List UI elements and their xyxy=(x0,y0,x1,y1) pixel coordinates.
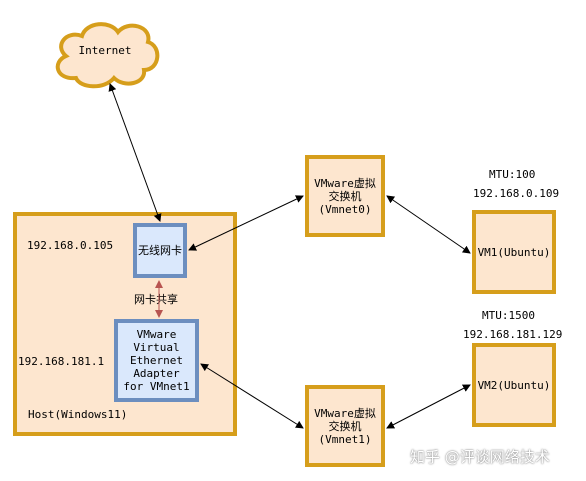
internet-cloud xyxy=(55,22,160,89)
vm2-mtu: MTU:1500 xyxy=(482,309,535,322)
vm1-label: VM1(Ubuntu) xyxy=(477,245,551,259)
vmnet1-adapter: VMware Virtual Ethernet Adapter for VMne… xyxy=(114,319,199,402)
switch-vmnet0: VMware虚拟 交换机 (Vmnet0) xyxy=(305,155,385,237)
edge-wifi-switch0 xyxy=(188,195,304,251)
edge-switch0-vm1 xyxy=(386,195,471,254)
edge-internet-wifi xyxy=(108,83,162,222)
vmnet1-adapter-label: VMware Virtual Ethernet Adapter for VMne… xyxy=(123,328,190,393)
switch-vmnet1: VMware虚拟 交换机 (Vmnet1) xyxy=(305,385,385,467)
wireless-nic: 无线网卡 xyxy=(133,223,187,278)
host-label: Host(Windows11) xyxy=(28,408,128,421)
watermark: 知乎 @评谈网络技术 xyxy=(410,448,550,466)
vm2-box: VM2(Ubuntu) xyxy=(472,343,556,427)
vm1-ip: 192.168.0.109 xyxy=(473,187,560,200)
wireless-nic-label: 无线网卡 xyxy=(138,244,182,257)
host-ip-vmnet1: 192.168.181.1 xyxy=(18,355,105,368)
vm1-mtu: MTU:100 xyxy=(489,168,536,181)
internet-label: Internet xyxy=(78,44,132,57)
host-ip-wifi: 192.168.0.105 xyxy=(27,239,114,252)
edge-switch1-vm2 xyxy=(386,384,471,429)
vm2-label: VM2(Ubuntu) xyxy=(477,378,551,392)
switch-vmnet1-label: VMware虚拟 交换机 (Vmnet1) xyxy=(314,406,376,446)
edge-adapter-switch1 xyxy=(200,363,304,429)
switch-vmnet0-label: VMware虚拟 交换机 (Vmnet0) xyxy=(314,176,376,216)
vm1-box: VM1(Ubuntu) xyxy=(472,210,556,294)
vm2-ip: 192.168.181.129 xyxy=(463,328,563,341)
